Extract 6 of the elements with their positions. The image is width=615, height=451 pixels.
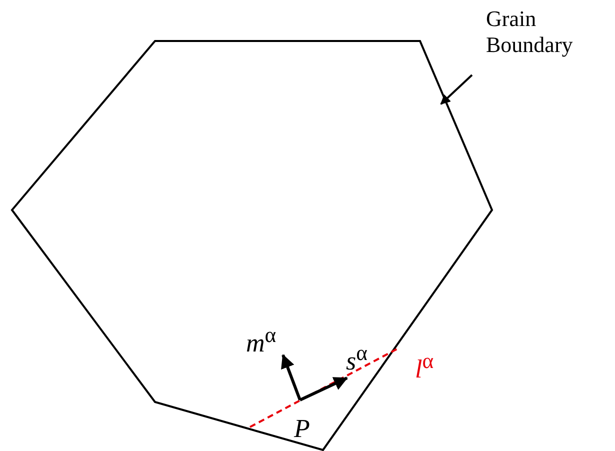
boundary-label: Grain Boundary — [486, 6, 596, 58]
normal-vector-label: m$^{α}$ — [246, 322, 276, 357]
slip-plane-label: l$^{α}$ — [415, 348, 434, 383]
point-label: P — [294, 416, 310, 442]
leader-line — [440, 74, 473, 105]
slip-vector-label: s$^{α}$ — [346, 340, 368, 375]
